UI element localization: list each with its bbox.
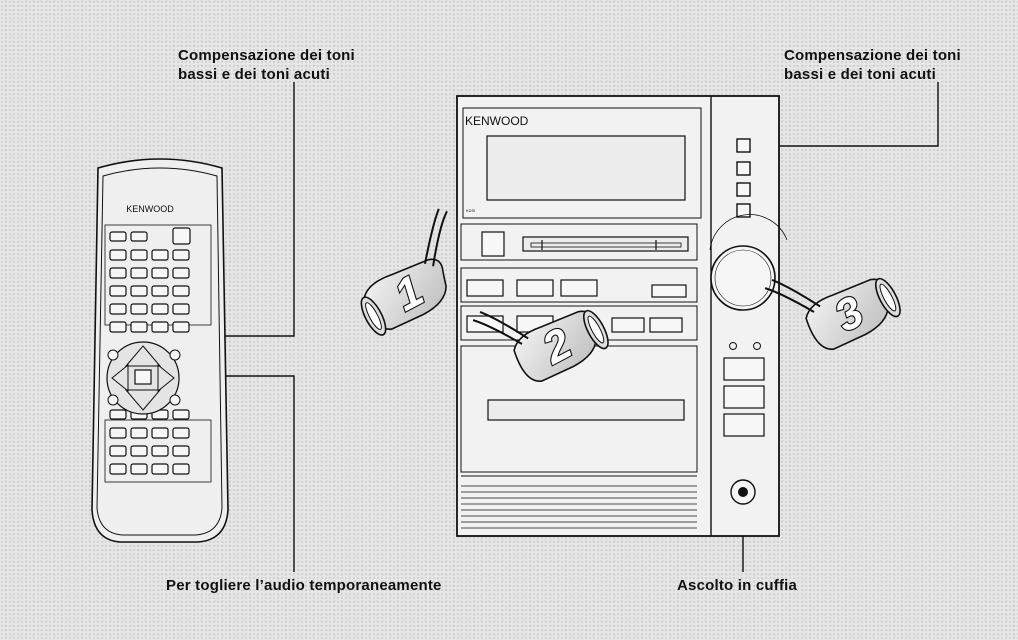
remote-button[interactable] [151,463,169,475]
remote-button[interactable] [172,321,190,333]
remote-button[interactable] [130,249,148,261]
vent-grille [461,485,697,529]
remote-button[interactable] [172,409,190,420]
unit-tone-label: Compensazione dei toni bassi e dei toni … [784,46,961,84]
remote-button[interactable] [172,427,190,439]
unit-tone-button [736,138,751,153]
remote-button[interactable] [172,445,190,457]
remote-control: KENWOOD [91,158,229,543]
remote-tone-label-line1: Compensazione dei toni [178,47,355,64]
remote-button[interactable] [151,285,169,297]
remote-button[interactable] [130,231,148,242]
step-hand-3: 3 [764,277,901,350]
remote-button[interactable] [109,445,127,457]
remote-button[interactable] [172,463,190,475]
step-hand-2: 2 [472,309,609,382]
unit-tone-leader [744,82,939,147]
headphones-label: Ascolto in cuffia [677,577,798,594]
remote-button[interactable] [109,303,127,315]
remote-button[interactable] [109,249,127,261]
remote-button[interactable] [172,227,191,245]
remote-button[interactable] [130,303,148,315]
unit-tone-label-line1: Compensazione dei toni [784,47,961,64]
svg-text:KDSI: KDSI [466,208,475,213]
remote-button[interactable] [172,285,190,297]
remote-button[interactable] [151,321,169,333]
remote-button[interactable] [109,321,127,333]
remote-button[interactable] [172,303,190,315]
remote-button[interactable] [130,267,148,279]
remote-tone-label: Compensazione dei toni bassi e dei toni … [178,46,355,84]
remote-brand: KENWOOD [126,204,174,214]
remote-mute-button [134,369,152,385]
remote-button[interactable] [151,427,169,439]
remote-button[interactable] [130,321,148,333]
remote-button[interactable] [109,231,127,242]
remote-button[interactable] [109,285,127,297]
remote-button[interactable] [109,463,127,475]
remote-button[interactable] [151,445,169,457]
remote-tone-label-line2: bassi e dei toni acuti [178,66,330,83]
remote-button[interactable] [172,267,190,279]
remote-button[interactable] [151,267,169,279]
remote-button[interactable] [109,427,127,439]
volume-knob [710,245,776,311]
mute-label: Per togliere l’audio temporaneamente [166,577,442,594]
unit-brand: KENWOOD [465,114,529,128]
remote-button-grid [109,227,191,475]
remote-button[interactable] [151,303,169,315]
step-hand-1: 1 [360,208,448,336]
remote-button[interactable] [172,249,190,261]
stereo-unit: KENWOOD KDSI [456,95,788,537]
remote-button[interactable] [109,409,127,420]
remote-button[interactable] [130,285,148,297]
unit-tone-label-line2: bassi e dei toni acuti [784,66,936,83]
remote-button[interactable] [130,445,148,457]
remote-button[interactable] [151,249,169,261]
remote-button[interactable] [130,463,148,475]
remote-button[interactable] [109,267,127,279]
remote-button[interactable] [130,427,148,439]
